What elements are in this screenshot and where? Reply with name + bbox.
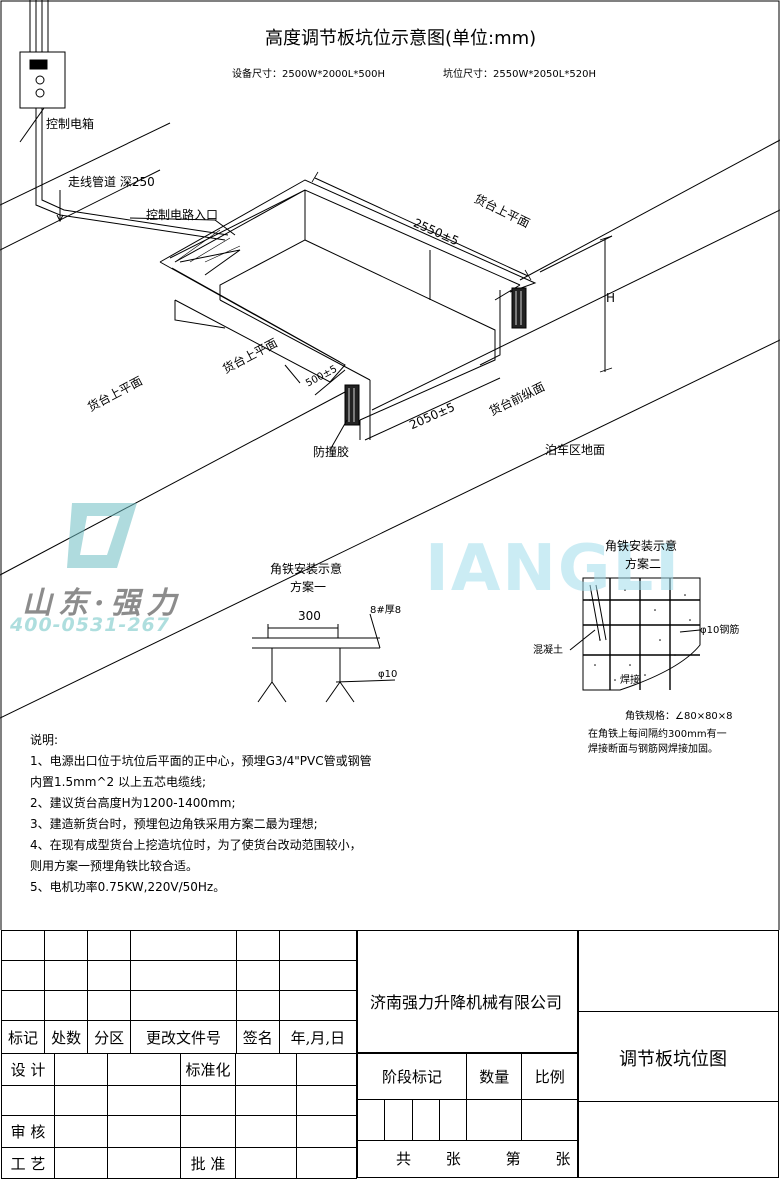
plan-one-rod: φ10 (378, 669, 398, 680)
label-h: H (606, 291, 616, 305)
watermark-phone: 400-0531-267 (10, 614, 170, 636)
plan-one-dim: 300 (298, 609, 321, 623)
drawing-name: 调节板坑位图 (619, 1049, 727, 1070)
label-standard: 标准化 (180, 1053, 236, 1086)
header-zone: 分区 (87, 1020, 132, 1054)
label-process: 工 艺 (1, 1147, 55, 1179)
dock-edge-lower-left (0, 391, 346, 576)
label-review: 审 核 (1, 1115, 55, 1148)
label-approve: 批 准 (180, 1147, 236, 1179)
watermark-logo (67, 503, 137, 568)
label-conduit: 走线管道 深250 (68, 175, 155, 189)
plan-two-note-1: 在角铁上每间隔约300mm有一 (588, 729, 727, 740)
note-line: 3、建造新货台时，预埋包边角铁采用方案二最为理想; (30, 817, 318, 831)
sheet-border (0, 0, 780, 930)
plan-two-note-2: 焊接断面与钢筋网焊接加固。 (588, 744, 718, 755)
drawing-lines (0, 0, 780, 930)
plan-one-angle-note: 8#厚8 (370, 605, 402, 616)
label-control-box: 控制电箱 (46, 117, 95, 131)
label-page: 第 (505, 1150, 521, 1169)
notes: 说明: 1、电源出口位于坑位后平面的正中心，预埋G3/4"PVC管或钢管 内置1… (30, 730, 372, 898)
label-parking: 泊车区地面 (545, 443, 606, 457)
note-line: 内置1.5mm^2 以上五芯电缆线; (30, 775, 207, 789)
label-quantity: 数量 (466, 1052, 523, 1101)
label-sheets-2: 张 (555, 1150, 571, 1169)
note-line: 则用方案一预埋角铁比较合适。 (30, 859, 199, 873)
bumper-left (344, 384, 360, 426)
plan-two-title: 角铁安装示意 (605, 539, 678, 553)
label-bumper: 防撞胶 (313, 445, 350, 459)
label-scale: 比例 (521, 1052, 578, 1101)
pit-size: 坑位尺寸：2550W*2050L*520H (443, 69, 596, 80)
drawing-name-cell: 调节板坑位图 (578, 930, 779, 1178)
header-mark: 标记 (0, 1020, 46, 1054)
stage-table: 阶段标记 数量 比例 共 张 第 张 (356, 1052, 578, 1179)
dock-edge-upper-left-2 (0, 169, 161, 251)
watermark-brand-cn: 山东·强力 (22, 586, 183, 621)
note-line: 4、在现有成型货台上挖造坑位时，为了使货台改动范围较小， (30, 838, 362, 852)
header-sign: 签名 (235, 1020, 280, 1054)
plan-two-spec: 角铁规格：∠80×80×8 (625, 711, 733, 722)
company-cell: 济南强力升降机械有限公司 (357, 930, 578, 1053)
label-cable-entry: 控制电路入口 (146, 208, 219, 222)
header-count: 处数 (44, 1020, 89, 1054)
note-line: 1、电源出口位于坑位后平面的正中心，预埋G3/4"PVC管或钢管 (30, 754, 372, 768)
label-stage: 阶段标记 (356, 1052, 468, 1101)
notes-heading: 说明: (30, 733, 59, 747)
label-design: 设 计 (1, 1053, 55, 1086)
dock-edge-lower-right (371, 209, 780, 411)
watermark-brand-en: IANGLI (425, 532, 682, 606)
equipment-size: 设备尺寸：2500W*2000L*500H (232, 69, 385, 80)
plan-two-subtitle: 方案二 (625, 557, 662, 571)
note-line: 5、电机功率0.75KW,220V/50Hz。 (30, 880, 226, 894)
page-title: 高度调节板坑位示意图(单位:mm) (265, 28, 537, 49)
plan-two-rebar: φ10钢筋 (700, 625, 740, 636)
header-change-doc: 更改文件号 (130, 1020, 237, 1054)
dock-edge-upper-left (0, 122, 171, 206)
label-total: 共 (396, 1150, 412, 1169)
signature-table: 设 计 标准化 审 核 工 艺 批 准 (1, 1053, 357, 1179)
revision-table: 标记 处数 分区 更改文件号 签名 年,月,日 (0, 930, 358, 1054)
plan-two-concrete: 混凝土 (533, 645, 563, 656)
plan-two-weld: 焊接 (620, 675, 640, 686)
label-sheets-1: 张 (445, 1150, 461, 1169)
header-date: 年,月,日 (278, 1020, 358, 1054)
bumper-right (511, 287, 527, 329)
plan-one-subtitle: 方案一 (290, 580, 327, 594)
plan-one-title: 角铁安装示意 (270, 562, 343, 576)
parking-edge (0, 339, 780, 719)
company-name: 济南强力升降机械有限公司 (370, 993, 563, 1012)
dock-edge-upper-right (519, 139, 780, 281)
note-line: 2、建议货台高度H为1200-1400mm; (30, 796, 236, 810)
